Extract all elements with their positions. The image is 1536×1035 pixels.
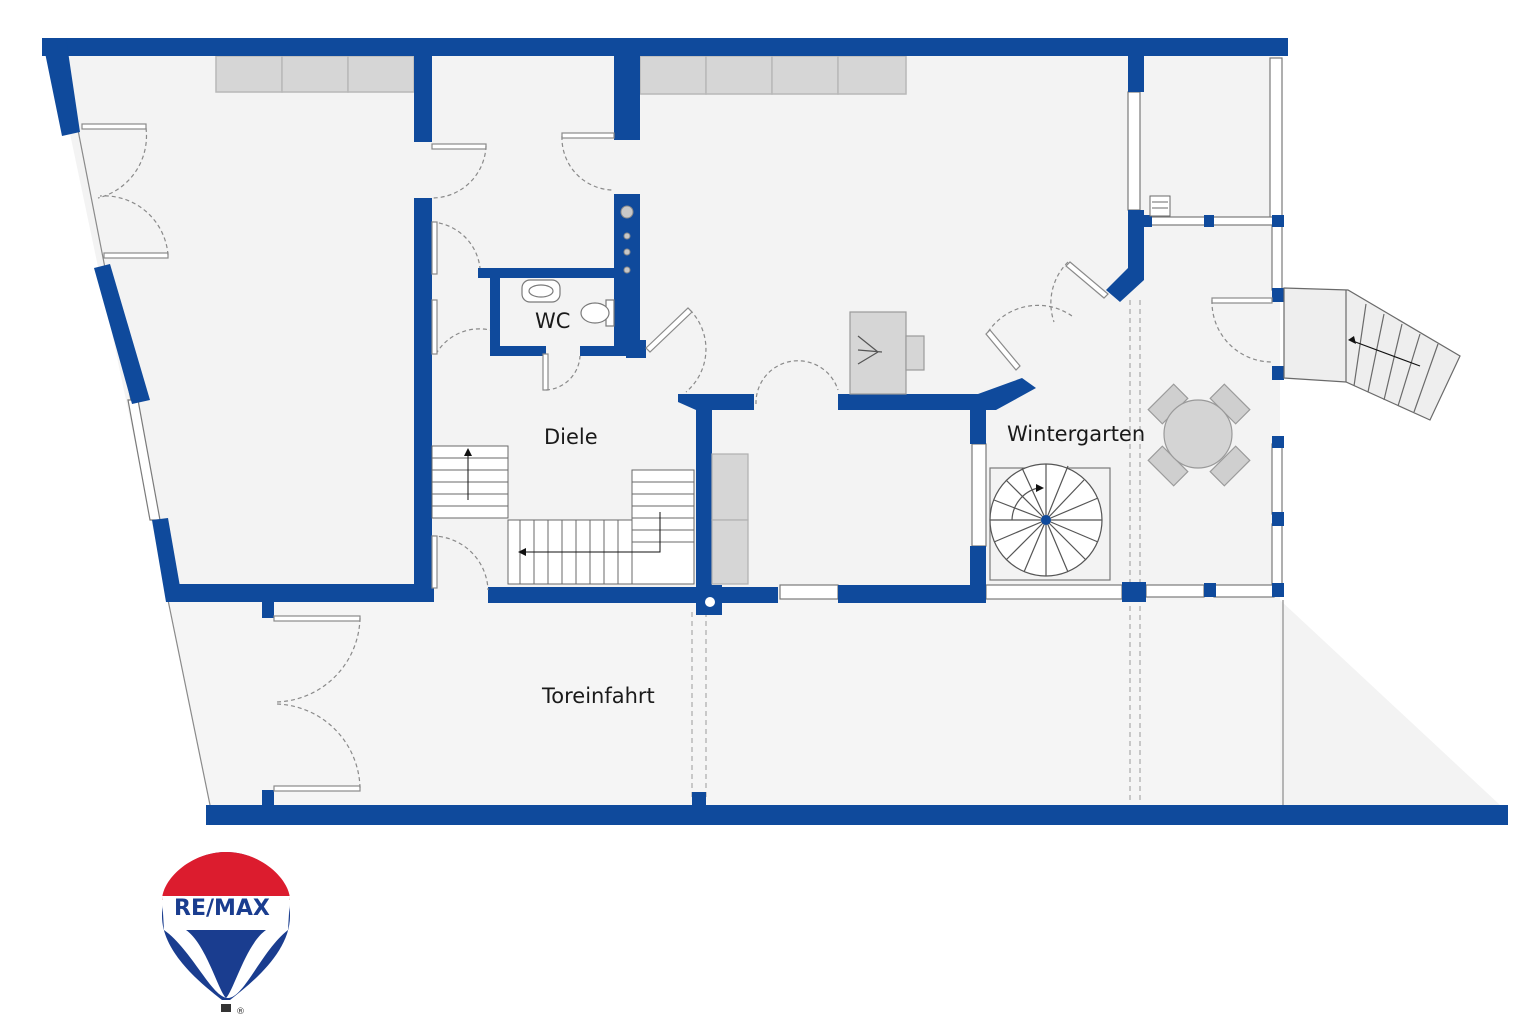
- radiator-dots: [620, 205, 634, 274]
- wc-fixtures: [521, 279, 615, 327]
- cabinet: [711, 453, 749, 585]
- remax-registered-mark: ®: [236, 1007, 245, 1017]
- desk: [849, 311, 925, 395]
- dashed-lines: [691, 300, 1141, 800]
- balloon-inner-blue: [186, 930, 266, 998]
- small-radiator: [1149, 195, 1171, 217]
- spiral-staircase: [989, 463, 1111, 581]
- remax-logo-text: RE/MAX: [174, 896, 270, 921]
- hall-staircase: [431, 445, 695, 585]
- room-label-diele: Diele: [544, 425, 598, 449]
- balloon-red-band: [162, 852, 290, 900]
- exterior-staircase: [1283, 287, 1461, 421]
- remax-logo: RE/MAX ®: [162, 852, 290, 1017]
- walls: [42, 38, 1508, 825]
- balloon-basket: [221, 1004, 231, 1012]
- windows: [127, 57, 1283, 600]
- room-label-wc: WC: [535, 309, 570, 333]
- dining-table: [1147, 383, 1251, 487]
- kitchen-counters: [215, 55, 907, 95]
- room-label-wintergarten: Wintergarten: [1007, 422, 1145, 446]
- room-label-toreinfahrt: Toreinfahrt: [541, 684, 655, 708]
- doors: [81, 123, 1273, 792]
